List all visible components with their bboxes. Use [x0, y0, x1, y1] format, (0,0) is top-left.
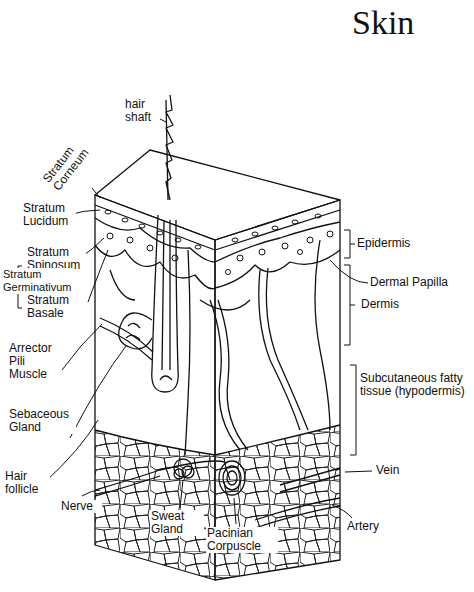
structure-label: Vein	[375, 464, 417, 477]
structure-label: hair shaft	[124, 98, 160, 124]
layer-label: Stratum Germinativum	[2, 268, 74, 294]
layer-label: Stratum Lucidum	[22, 202, 76, 228]
structure-label: Arrector Pili Muscle	[8, 342, 62, 381]
diagram-title: Skin	[352, 4, 414, 42]
layer-label: Stratum Corneum	[40, 128, 100, 194]
structure-label: Nerve	[60, 500, 102, 513]
structure-label: Sebaceous Gland	[8, 408, 76, 434]
structure-label: Pacinian Corpuscle	[206, 527, 278, 553]
layer-label: Epidermis	[356, 237, 448, 250]
structure-label: Artery	[346, 520, 398, 533]
layer-label: Stratum Basale	[26, 294, 80, 320]
structure-label: Hair follicle	[4, 470, 50, 496]
layer-label: Dermis	[360, 298, 432, 311]
structure-label: Dermal Papilla	[369, 276, 471, 289]
structure-label: Sweat Gland	[150, 510, 204, 536]
layer-label: Subcutaneous fatty tissue (hypodermis)	[359, 372, 471, 398]
